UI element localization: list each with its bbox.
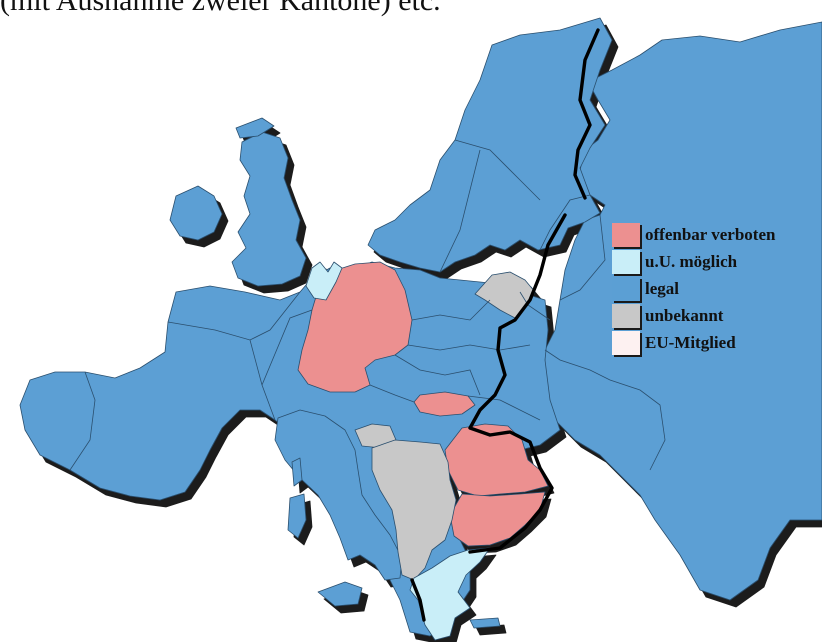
region-romania: [444, 423, 549, 497]
region-hungary: [413, 391, 476, 417]
legend-label: offenbar verboten: [645, 224, 776, 244]
map-legend: offenbar verboten u.U. möglich legal unb…: [612, 221, 775, 356]
legend-swatch: [612, 330, 640, 355]
legend-item-eu: EU-Mitglied: [612, 329, 775, 356]
country-borders: [69, 139, 666, 471]
legend-swatch: [612, 303, 640, 328]
region-corsica: [291, 457, 303, 487]
legend-swatch: [612, 276, 640, 301]
legend-label: unbekannt: [645, 305, 724, 325]
region-italy: [274, 409, 403, 581]
region-great-britain: [231, 131, 307, 287]
region-denmark: [305, 261, 343, 301]
region-western-balkans: [371, 439, 457, 581]
legend-swatch: [612, 222, 640, 247]
legend-item-moeglich: u.U. möglich: [612, 248, 775, 275]
region-sicily: [317, 581, 363, 607]
region-crete: [469, 617, 501, 629]
region-ireland: [169, 185, 223, 241]
region-bulgaria: [449, 491, 546, 547]
region-scandinavia: [367, 17, 613, 273]
legend-item-legal: legal: [612, 275, 775, 302]
legend-item-unbekannt: unbekannt: [612, 302, 775, 329]
legend-label: u.U. möglich: [645, 251, 738, 271]
eu-boundary-line: [410, 28, 600, 622]
region-iceland-fragment: [235, 117, 275, 139]
legend-swatch: [612, 249, 640, 274]
legend-item-verboten: offenbar verboten: [612, 221, 775, 248]
region-sardinia: [287, 493, 307, 539]
legend-label: EU-Mitglied: [645, 332, 736, 352]
caption-text: (mit Ausnahme zweier Kantone) etc.: [0, 0, 441, 17]
legend-label: legal: [645, 278, 679, 298]
